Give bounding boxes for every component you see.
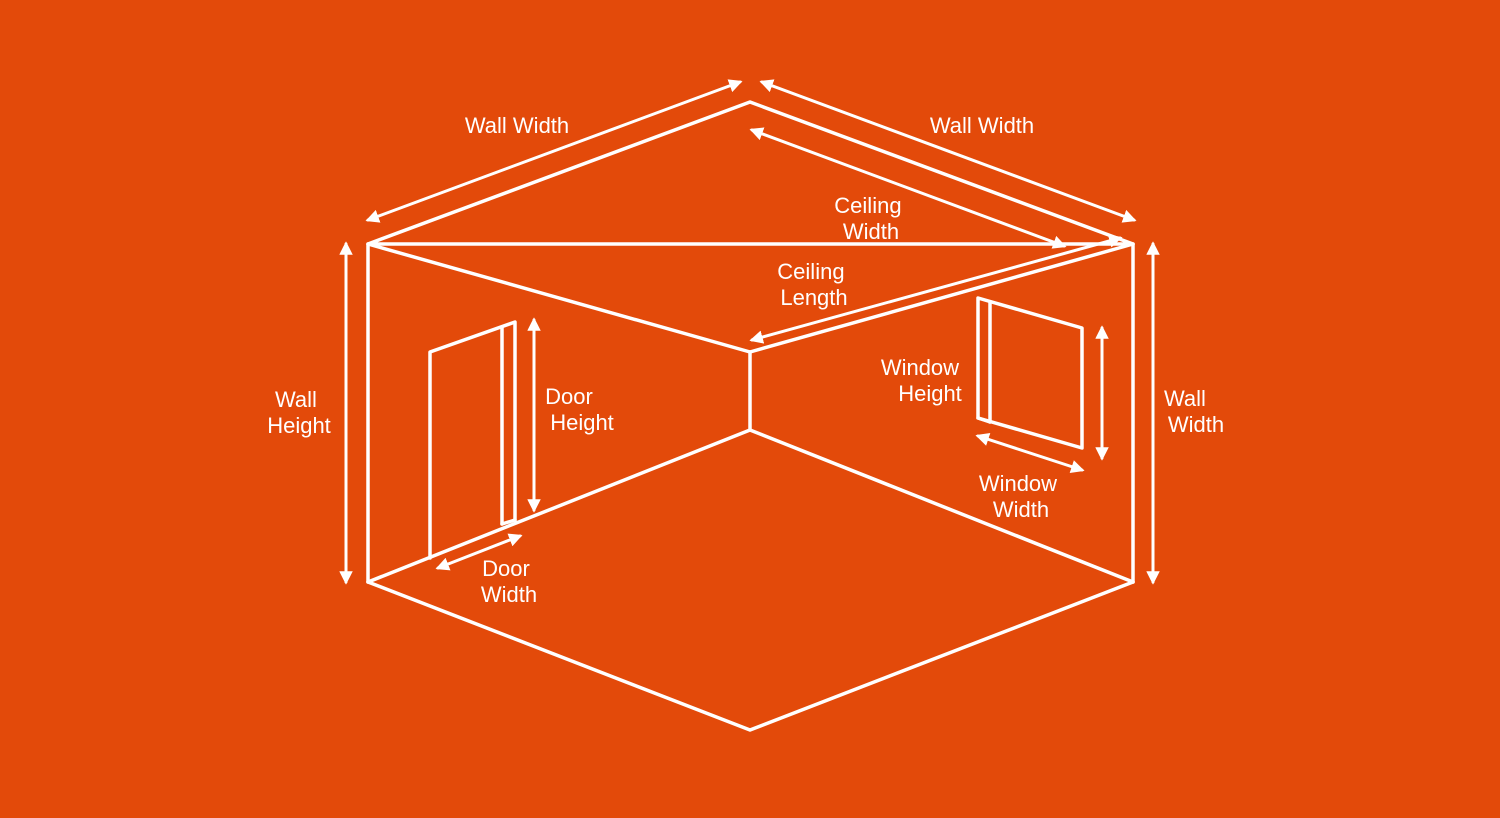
door-bottom bbox=[500, 518, 517, 526]
door-frame bbox=[428, 320, 517, 560]
wall-width-side-label-line2: Width bbox=[1168, 412, 1224, 437]
window-sill bbox=[976, 416, 992, 424]
window bbox=[976, 296, 1084, 450]
ceiling-width-label-line1: Ceiling bbox=[834, 193, 901, 218]
door-height-label-line2: Height bbox=[550, 410, 614, 435]
ceiling-width-arrow bbox=[749, 127, 1067, 249]
door-height-label-line1: Door bbox=[545, 384, 593, 409]
wall-height-label: Wall Height bbox=[267, 387, 331, 438]
floor-back-left-edge bbox=[366, 428, 752, 584]
door bbox=[428, 320, 517, 560]
wall-width-right-arrow bbox=[759, 79, 1137, 223]
wall-width-left-label: Wall Width bbox=[465, 113, 569, 138]
window-height-label: Window Height bbox=[881, 355, 965, 406]
window-width-label-line2: Width bbox=[993, 497, 1049, 522]
ceiling-length-label: Ceiling Length bbox=[777, 259, 850, 310]
floor-back-right-edge bbox=[748, 428, 1135, 584]
dimension-arrows bbox=[339, 79, 1160, 585]
window-width-arrow bbox=[975, 432, 1085, 474]
door-width-arrow bbox=[435, 533, 523, 571]
ceiling-length-arrow bbox=[749, 234, 1123, 344]
ceiling-width-label-line2: Width bbox=[843, 219, 899, 244]
wall-width-side-label: Wall Width bbox=[1164, 386, 1224, 437]
door-width-label-line2: Width bbox=[481, 582, 537, 607]
dimension-labels: Wall Width Wall Width Ceiling Width Ceil… bbox=[267, 113, 1224, 607]
window-frame bbox=[976, 296, 1084, 450]
floor-front-edge bbox=[366, 580, 1135, 732]
ceiling-left-edge bbox=[366, 242, 752, 354]
wall-width-side-label-line1: Wall bbox=[1164, 386, 1206, 411]
wall-width-right-label: Wall Width bbox=[930, 113, 1034, 138]
door-height-label: Door Height bbox=[545, 384, 614, 435]
window-width-label: Window Width bbox=[979, 471, 1063, 522]
wall-height-label-line2: Height bbox=[267, 413, 331, 438]
ceiling-length-label-line2: Length bbox=[780, 285, 847, 310]
door-width-label: Door Width bbox=[481, 556, 537, 607]
ceiling-length-label-line1: Ceiling bbox=[777, 259, 844, 284]
window-height-label-line2: Height bbox=[898, 381, 962, 406]
door-width-label-line1: Door bbox=[482, 556, 530, 581]
ceiling-width-label: Ceiling Width bbox=[834, 193, 907, 244]
window-width-label-line1: Window bbox=[979, 471, 1057, 496]
window-height-label-line1: Window bbox=[881, 355, 959, 380]
wall-width-left-arrow bbox=[365, 79, 743, 223]
room-outline bbox=[366, 100, 1135, 732]
wall-height-label-line1: Wall bbox=[275, 387, 317, 412]
